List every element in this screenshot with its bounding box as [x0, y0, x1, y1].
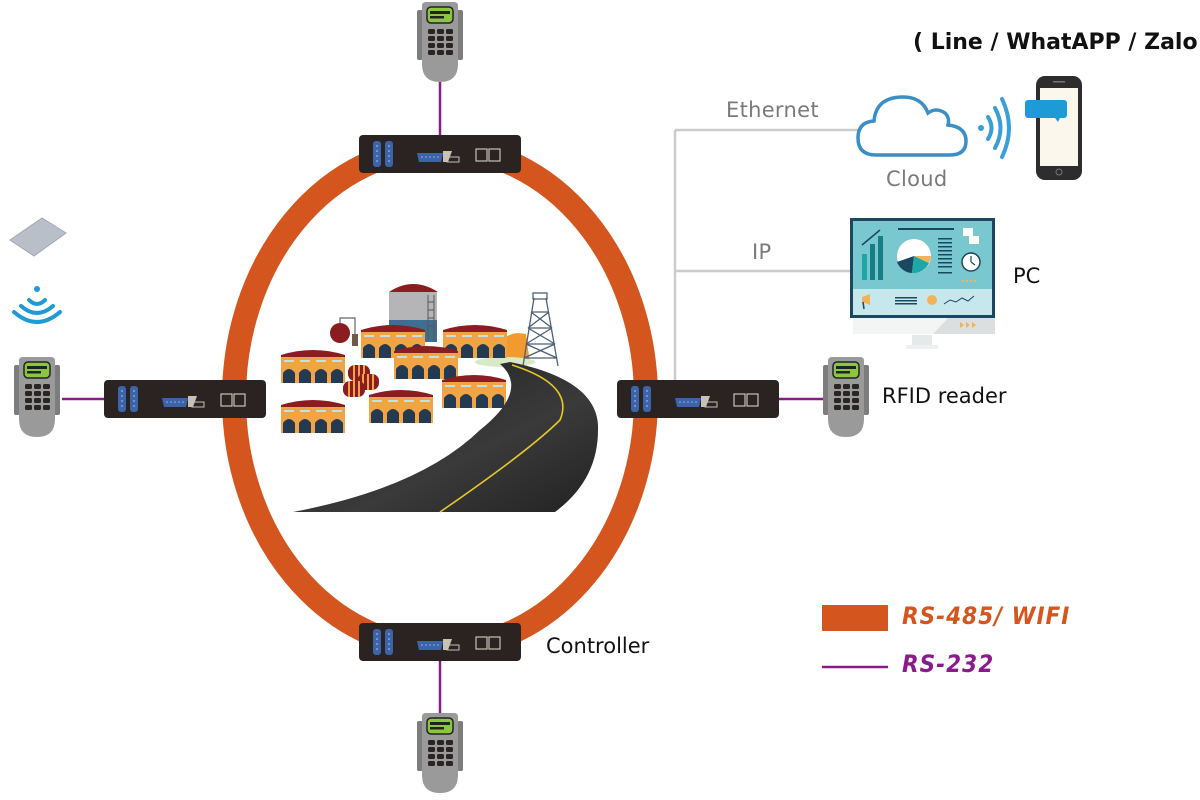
messaging-apps-label: ( Line / WhatAPP / Zalo ) — [913, 30, 1200, 55]
rfid-reader-left — [13, 356, 61, 438]
signal-waves-icon — [978, 97, 1011, 159]
ethernet-label: Ethernet — [726, 98, 819, 122]
legend-rs485-swatch — [822, 605, 888, 631]
controller-right — [616, 379, 780, 419]
controller-left — [103, 379, 267, 419]
pc-monitor-icon — [850, 218, 995, 349]
rs232-lines — [62, 80, 826, 715]
rfid-reader-right — [822, 356, 870, 438]
industrial-site-illustration — [281, 284, 599, 513]
controller-top — [358, 134, 522, 174]
rfid-reader-top — [416, 1, 464, 83]
pc-label: PC — [1013, 264, 1041, 288]
smartphone-icon — [1025, 76, 1082, 180]
wireless-signal-icon — [12, 286, 62, 324]
legend-rs485-label: RS-485/ WIFI — [902, 602, 1071, 630]
cloud-icon — [856, 95, 968, 157]
legend-rs232-label: RS-232 — [902, 650, 995, 678]
cloud-label: Cloud — [886, 167, 948, 191]
rfid-reader-bottom — [416, 712, 464, 794]
rfid-card-icon — [9, 217, 67, 257]
rfid-reader-label: RFID reader — [882, 384, 1007, 408]
ip-label: IP — [752, 240, 772, 264]
chat-bubble-icon — [1025, 100, 1067, 122]
ethernet-lines — [673, 128, 870, 382]
controller-bottom — [358, 622, 522, 662]
controller-label: Controller — [546, 634, 650, 658]
